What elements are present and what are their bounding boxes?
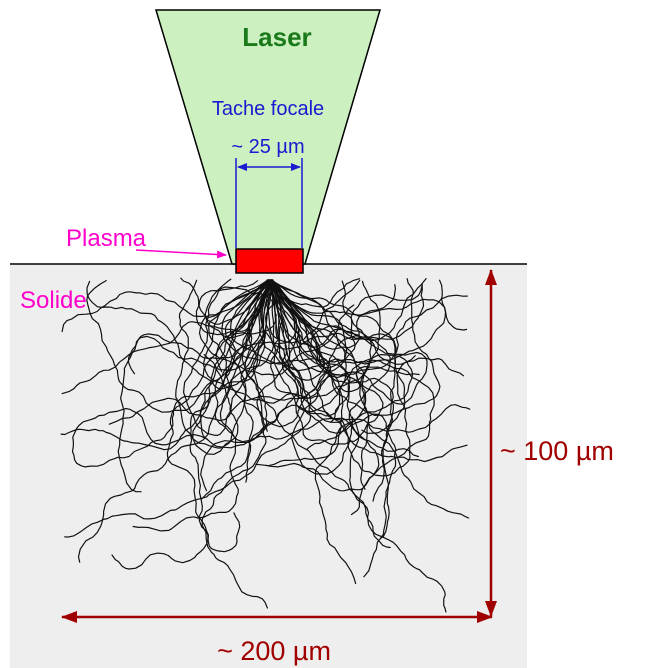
electron-tracks bbox=[60, 277, 471, 613]
electron-track bbox=[208, 279, 273, 432]
electron-track bbox=[64, 279, 312, 538]
electron-track bbox=[264, 278, 361, 381]
electron-track bbox=[269, 279, 381, 393]
electron-track bbox=[270, 279, 465, 377]
electron-track bbox=[241, 279, 447, 613]
laser-label: Laser bbox=[242, 22, 311, 52]
electron-track bbox=[204, 278, 272, 339]
depth-label: ~ 100 µm bbox=[500, 436, 614, 466]
solid-label: Solide bbox=[20, 287, 87, 314]
electron-track bbox=[199, 279, 380, 492]
plasma-region bbox=[235, 248, 304, 274]
electron-track bbox=[201, 279, 347, 500]
electron-track bbox=[200, 279, 299, 492]
electron-track bbox=[61, 279, 272, 333]
focal-size-label: ~ 25 µm bbox=[231, 136, 304, 158]
electron-track bbox=[201, 279, 269, 609]
electron-track bbox=[272, 279, 468, 379]
laser-beam bbox=[154, 9, 382, 265]
electron-track bbox=[221, 279, 423, 372]
plasma-pointer-arrow bbox=[135, 249, 227, 259]
width-label: ~ 200 µm bbox=[217, 636, 331, 666]
electron-track bbox=[269, 279, 468, 463]
electron-track bbox=[86, 279, 272, 390]
electron-track bbox=[271, 279, 354, 475]
electron-track bbox=[269, 278, 427, 342]
electron-track bbox=[61, 279, 274, 395]
plasma-label: Plasma bbox=[66, 225, 147, 252]
electron-track bbox=[195, 279, 270, 336]
focal-spot-label: Tache focale bbox=[212, 98, 324, 120]
electron-track bbox=[269, 279, 470, 519]
electron-track bbox=[180, 277, 271, 325]
electron-track bbox=[269, 279, 406, 502]
electron-track bbox=[175, 279, 270, 449]
electron-track bbox=[270, 279, 435, 516]
electron-track bbox=[77, 279, 272, 563]
electron-track bbox=[240, 279, 271, 483]
electron-track bbox=[219, 279, 284, 443]
electron-track bbox=[258, 279, 420, 446]
electron-track bbox=[60, 279, 272, 451]
electron-track bbox=[230, 279, 447, 365]
electron-track bbox=[267, 279, 361, 344]
electron-track bbox=[266, 279, 428, 423]
